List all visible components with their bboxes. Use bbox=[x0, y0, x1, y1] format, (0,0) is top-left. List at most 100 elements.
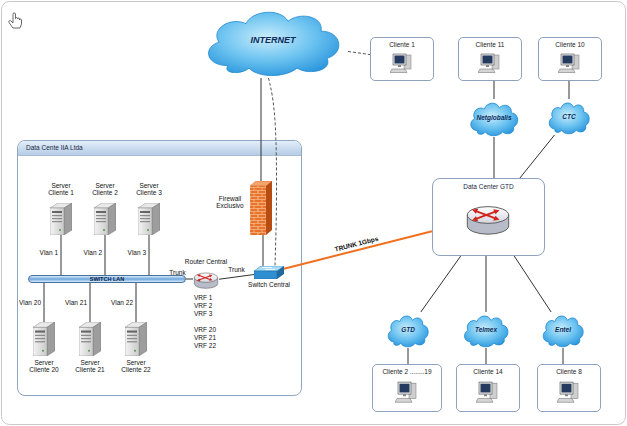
network-link bbox=[486, 256, 487, 312]
node-label: GTD bbox=[385, 326, 431, 333]
network-link bbox=[569, 81, 570, 99]
internet-cloud: INTERNET bbox=[198, 4, 348, 78]
switch-icon bbox=[254, 266, 284, 279]
network-link bbox=[90, 283, 91, 322]
client-box: Cliente 11 bbox=[458, 37, 522, 81]
isp-cloud: Telmex bbox=[461, 312, 511, 348]
network-link bbox=[105, 235, 106, 275]
node-label: Data Center GTD bbox=[433, 183, 544, 190]
node-detail: VRF 20 VRF 21 VRF 22 bbox=[194, 326, 220, 350]
network-link bbox=[514, 256, 551, 312]
computer-icon bbox=[476, 382, 497, 402]
client-box: Cliente 1 bbox=[370, 37, 434, 81]
server-node: Server Cliente 22 bbox=[125, 322, 147, 356]
network-link bbox=[408, 348, 409, 364]
node-detail: VRF 1 VRF 2 VRF 3 bbox=[194, 294, 220, 318]
network-link bbox=[44, 283, 45, 322]
edge-label: Trunk bbox=[225, 266, 249, 274]
node-label: Switch Central bbox=[244, 281, 294, 288]
server-node: Server Cliente 2 bbox=[94, 203, 116, 235]
computer-icon bbox=[557, 382, 578, 402]
node-label: Server Cliente 20 bbox=[27, 359, 61, 374]
server-node: Server Cliente 3 bbox=[138, 203, 160, 235]
client-box: Cliente 8 bbox=[537, 364, 601, 412]
network-link bbox=[186, 279, 193, 280]
node-label: Server Cliente 21 bbox=[73, 359, 107, 374]
server-icon bbox=[50, 203, 72, 235]
network-link bbox=[149, 235, 150, 275]
server-icon bbox=[94, 203, 116, 235]
edge-label: Vlan 3 bbox=[122, 249, 146, 257]
node-label: Entel bbox=[540, 326, 586, 333]
node-label: Cliente 1 bbox=[371, 41, 433, 48]
client-box: Cliente 14 bbox=[456, 364, 520, 412]
server-node: Server Cliente 20 bbox=[33, 322, 55, 356]
node-label: CTC bbox=[546, 113, 592, 120]
server-icon bbox=[138, 203, 160, 235]
node-label: Server Cliente 1 bbox=[44, 182, 78, 197]
computer-icon bbox=[478, 54, 499, 73]
network-link bbox=[486, 348, 487, 364]
datacenter-group: Server Cliente 1 Server Cliente 2 Server C… bbox=[17, 140, 302, 396]
network-link bbox=[261, 78, 262, 181]
edge-label: Vlan 22 bbox=[107, 299, 133, 307]
server-node: Server Cliente 21 bbox=[79, 322, 101, 356]
node-label: SWITCH LAN bbox=[29, 276, 185, 283]
dashed-link bbox=[269, 78, 277, 266]
dashed-link bbox=[348, 51, 370, 54]
network-link bbox=[263, 235, 264, 266]
node-label: Server Cliente 2 bbox=[88, 182, 122, 197]
server-icon bbox=[125, 322, 147, 356]
hand-cursor bbox=[9, 13, 22, 28]
server-icon bbox=[79, 322, 101, 356]
isp-cloud: Netglobalis bbox=[467, 99, 521, 137]
isp-cloud: GTD bbox=[385, 312, 431, 348]
datacenter-box: Data Center GTD bbox=[432, 178, 545, 256]
edge-label: Trunk bbox=[166, 269, 190, 277]
node-label: Telmex bbox=[461, 326, 511, 333]
edge-label: Vlan 2 bbox=[78, 249, 102, 257]
server-icon bbox=[33, 322, 55, 356]
node-label: Cliente 14 bbox=[457, 368, 519, 375]
network-link bbox=[494, 137, 495, 178]
network-link bbox=[563, 348, 564, 364]
edge-label: Vlan 1 bbox=[34, 249, 58, 257]
computer-icon bbox=[395, 382, 416, 402]
node-label: Cliente 10 bbox=[539, 41, 601, 48]
firewall-node: Firewall Exclusivo bbox=[250, 181, 272, 235]
node-label: Data Cente IIA Ltda bbox=[26, 144, 226, 151]
firewall-icon bbox=[250, 181, 272, 235]
node-label: Server Cliente 22 bbox=[119, 359, 153, 374]
network-link bbox=[494, 81, 495, 99]
node-label: Netglobalis bbox=[467, 114, 521, 121]
isp-cloud: Entel bbox=[540, 312, 586, 348]
router-icon bbox=[194, 273, 217, 288]
computer-icon bbox=[558, 54, 579, 73]
node-label: Cliente 2 ........19 bbox=[373, 368, 441, 375]
node-label: Cliente 11 bbox=[459, 41, 521, 48]
network-link bbox=[219, 275, 254, 280]
node-label: Server Cliente 3 bbox=[132, 182, 166, 197]
edge-label: TRUNK 1Gbps bbox=[326, 233, 386, 255]
network-link bbox=[136, 283, 137, 322]
client-box: Cliente 2 ........19 bbox=[372, 364, 442, 412]
edge-label: Vlan 21 bbox=[61, 299, 87, 307]
network-link bbox=[421, 256, 461, 312]
network-link bbox=[520, 135, 555, 178]
node-label: Cliente 8 bbox=[538, 368, 600, 375]
switch-node: Switch Central bbox=[254, 266, 284, 279]
switch-lan-bar: SWITCH LAN bbox=[28, 275, 186, 283]
isp-cloud: CTC bbox=[546, 99, 592, 135]
router-node: Router CentralVRF 1 VRF 2 VRF 3VRF 20 VR… bbox=[193, 271, 219, 291]
client-box: Cliente 10 bbox=[538, 37, 602, 81]
router-icon bbox=[467, 207, 508, 235]
node-label: INTERNET bbox=[198, 35, 348, 45]
server-node: Server Cliente 1 bbox=[50, 203, 72, 235]
node-label: Firewall Exclusivo bbox=[212, 195, 248, 210]
edge-label: Vlan 20 bbox=[15, 299, 41, 307]
node-label: Router Central bbox=[180, 258, 232, 265]
network-link bbox=[284, 231, 432, 268]
